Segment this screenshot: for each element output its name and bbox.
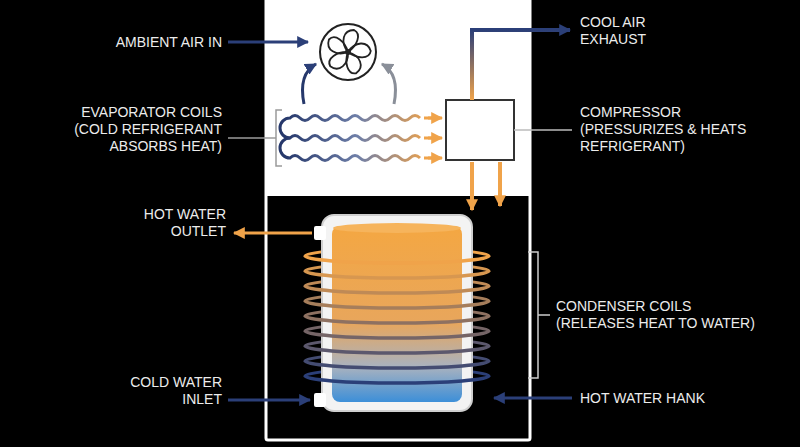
callout-label: CONDENSER COILS (RELEASES HEAT TO WATER) <box>556 298 766 332</box>
condenser-winding <box>305 346 489 353</box>
evaporator-bracket <box>228 110 282 166</box>
condenser-bracket <box>528 252 550 378</box>
callout-label: COOL AIR EXHAUST <box>580 14 690 48</box>
condenser-winding <box>305 331 489 338</box>
condenser-winding <box>305 316 489 323</box>
fan-blade <box>326 36 351 57</box>
housing-outline <box>266 0 530 440</box>
tank-leader-arrow <box>494 397 572 400</box>
fan-hub <box>345 49 351 55</box>
condenser-winding <box>305 301 489 308</box>
water-surface <box>333 223 461 233</box>
exhaust-arrow <box>560 28 570 32</box>
fan-housing <box>320 24 376 80</box>
hot-refrigerant-arrow <box>470 162 474 210</box>
condenser-winding <box>305 286 489 293</box>
exhaust-pipe <box>472 30 570 100</box>
evaporator-coil <box>280 116 420 141</box>
condenser-winding <box>305 361 489 368</box>
hot-water-outlet-arrow <box>234 232 312 235</box>
hot-refrigerant-arrow <box>498 162 502 206</box>
condenser-winding <box>305 376 489 383</box>
callout-label: AMBIENT AIR IN <box>22 34 222 51</box>
fan-blades <box>326 30 372 76</box>
ambient-air-arrow <box>228 41 308 44</box>
refrigerant-flow-arrow <box>428 157 442 160</box>
hot-water-port <box>314 226 326 240</box>
evaporator-coil <box>280 138 420 161</box>
cold-water-port <box>314 393 326 407</box>
condenser-coil-front <box>305 256 489 383</box>
callout-label: HOT WATER OUTLET <box>111 206 226 240</box>
compressor-box <box>446 100 514 160</box>
refrigerant-flow-arrow <box>428 117 442 120</box>
callout-label: COMPRESSOR (PRESSURIZES & HEATS REFRIGER… <box>580 104 775 155</box>
airflow-arrow <box>303 64 317 104</box>
callout-label: COLD WATER INLET <box>107 374 222 408</box>
tank-water <box>332 226 462 402</box>
callout-label: EVAPORATOR COILS (COLD REFRIGERANT ABSOR… <box>47 104 222 155</box>
callout-label: HOT WATER HANK <box>580 390 790 407</box>
cold-water-inlet-arrow <box>228 399 310 402</box>
condenser-winding <box>305 256 489 263</box>
airflow-arrow <box>382 64 396 104</box>
condenser-winding <box>305 271 489 278</box>
refrigerant-flow-arrow <box>428 137 442 140</box>
compressor-leader-line <box>514 129 572 131</box>
